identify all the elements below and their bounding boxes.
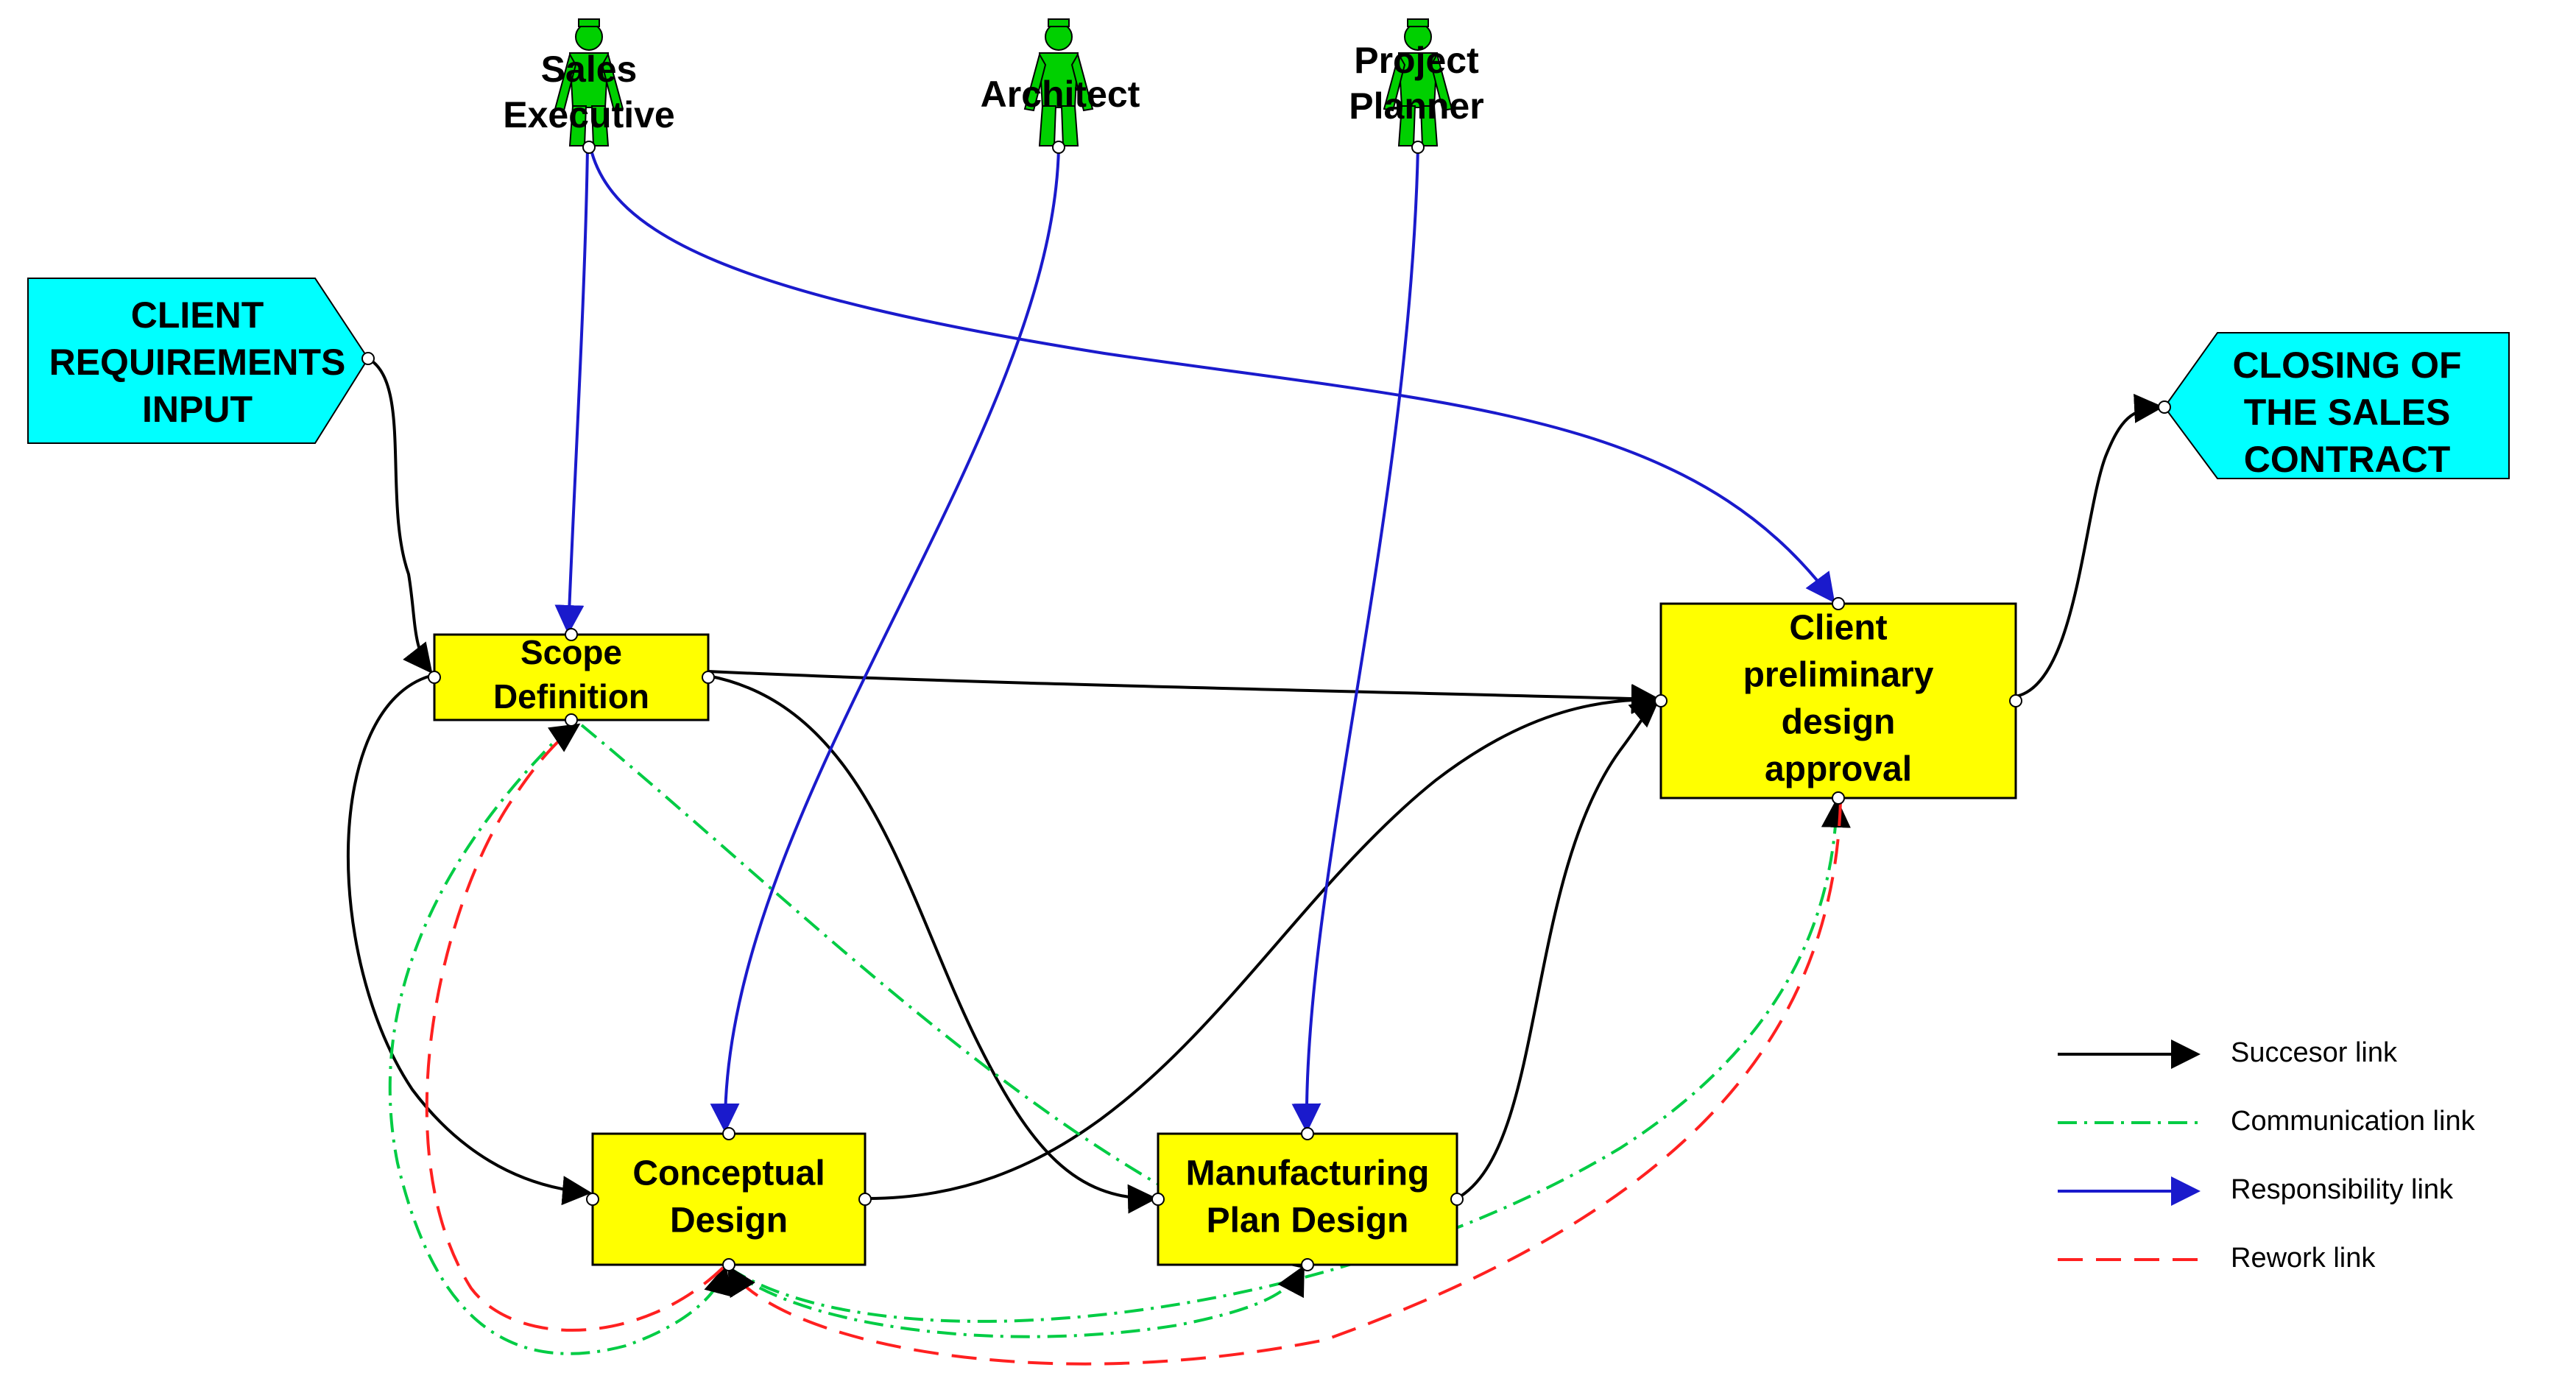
communication-link-conceptual-design-to-manufacturing-plan-design — [727, 1265, 1305, 1338]
person-icon — [1383, 18, 1453, 154]
legend-label: Communication link — [2231, 1106, 2476, 1137]
task-label-line: approval — [1765, 750, 1912, 789]
communication-link-conceptual-design-to-client-preliminary-design-approval — [727, 798, 1851, 1323]
person-hat — [1048, 18, 1070, 27]
io-label-line: CONTRACT — [2244, 439, 2451, 480]
port-dot — [1151, 1193, 1165, 1206]
port-dot — [2009, 694, 2022, 707]
actor-label-line: Executive — [503, 94, 674, 135]
responsibility-link-planner-to-manufacturing-plan-design — [1291, 146, 1419, 1133]
legend-item-responsibility: Responsibility link — [2058, 1174, 2454, 1206]
port-dot — [565, 628, 578, 641]
task-label-line: Definition — [493, 677, 649, 716]
io-label-line: CLIENT — [131, 294, 264, 336]
io-label-line: CLOSING OF — [2232, 345, 2461, 386]
links-layer — [346, 146, 2164, 1366]
io-label-line: REQUIREMENTS — [49, 342, 346, 383]
person-icon — [554, 18, 624, 154]
successor-link-conceptual-design-to-client-preliminary-design-approval — [864, 685, 1661, 1201]
person-arm — [1070, 52, 1094, 112]
task-label-line: design — [1782, 703, 1896, 742]
port-dot — [586, 1193, 599, 1206]
actor-label-line: Sales — [541, 49, 638, 90]
port-dot — [1052, 141, 1065, 154]
legend-item-rework: Rework link — [2058, 1243, 2376, 1274]
successor-link-client-preliminary-design-approval-to-closing-of-sales-contract — [2015, 393, 2164, 698]
person-head — [1045, 23, 1073, 51]
task-box — [1157, 1132, 1458, 1266]
person-leg — [1060, 105, 1079, 146]
person-head — [575, 23, 603, 51]
port-dot — [582, 141, 596, 154]
port-dot — [1301, 1258, 1314, 1271]
task-label-line: Conceptual — [632, 1154, 825, 1193]
person-hat — [1407, 18, 1429, 27]
successor-link-manufacturing-plan-design-to-client-preliminary-design-approval — [1456, 697, 1661, 1200]
task-label-line: Plan Design — [1207, 1201, 1409, 1240]
responsibility-link-sales-to-client-preliminary-design-approval — [589, 146, 1835, 604]
successor-link-scope-definition-to-conceptual-design — [346, 674, 592, 1206]
port-dot — [428, 671, 441, 684]
task-label-line: Design — [670, 1201, 788, 1240]
successor-link-scope-definition-to-client-preliminary-design-approval — [707, 670, 1661, 713]
task-label-line: Client — [1789, 609, 1887, 648]
actor-architect[interactable]: Architect — [981, 18, 1140, 154]
successor-link-client-requirements-input-to-scope-definition — [367, 357, 433, 674]
legend-item-successor: Succesor link — [2058, 1037, 2398, 1069]
rework-link-client-preliminary-design-approval-to-conceptual-design — [727, 800, 1842, 1366]
port-dot — [1450, 1193, 1464, 1206]
port-dot — [565, 713, 578, 727]
port-dot — [1832, 597, 1845, 610]
person-arm — [1023, 52, 1047, 112]
person-leg — [1419, 105, 1439, 146]
person-arm — [554, 52, 577, 112]
port-dot — [1411, 141, 1425, 154]
person-leg — [590, 105, 610, 146]
person-arm — [1383, 52, 1406, 112]
actor-label-line: Architect — [981, 74, 1140, 115]
legend-label: Responsibility link — [2231, 1174, 2454, 1205]
responsibility-link-architect-to-conceptual-design — [710, 146, 1060, 1133]
port-dot — [1301, 1127, 1314, 1140]
port-dot — [1832, 791, 1845, 805]
io-shape — [2163, 332, 2510, 479]
task-label-line: Manufacturing — [1186, 1154, 1430, 1193]
communication-link-scope-definition-to-conceptual-design — [388, 724, 733, 1355]
responsibility-link-sales-to-scope-definition — [554, 146, 589, 635]
rework-link-conceptual-design-to-scope-definition — [425, 723, 724, 1332]
io-label-line: INPUT — [142, 389, 253, 430]
actor-label-line: Project — [1354, 40, 1479, 81]
actor-label-line: Planner — [1349, 85, 1483, 127]
port-dot — [1654, 694, 1668, 707]
port-dot — [702, 671, 715, 684]
io-node-closing-of-sales-contract[interactable]: CLOSING OF THE SALES CONTRACT — [2158, 332, 2510, 480]
task-label-line: preliminary — [1743, 656, 1934, 695]
port-dot — [2158, 400, 2171, 414]
task-client-preliminary-design-approval[interactable]: Client preliminary design approval — [1654, 597, 2022, 805]
legend-label: Succesor link — [2231, 1037, 2398, 1068]
port-dot — [361, 352, 375, 365]
person-hat — [578, 18, 600, 27]
io-node-client-requirements-input[interactable]: CLIENT REQUIREMENTS INPUT — [27, 278, 375, 444]
port-dot — [722, 1258, 735, 1271]
successor-link-scope-definition-to-manufacturing-plan-design — [707, 674, 1157, 1214]
legend-item-communication: Communication link — [2058, 1106, 2476, 1137]
person-arm — [601, 52, 624, 112]
legend-label: Rework link — [2231, 1243, 2376, 1274]
person-icon — [1023, 18, 1094, 154]
person-arm — [1430, 52, 1453, 112]
io-shape — [27, 278, 370, 444]
port-dot — [722, 1127, 735, 1140]
io-label-line: THE SALES — [2244, 392, 2451, 433]
port-dot — [858, 1193, 872, 1206]
